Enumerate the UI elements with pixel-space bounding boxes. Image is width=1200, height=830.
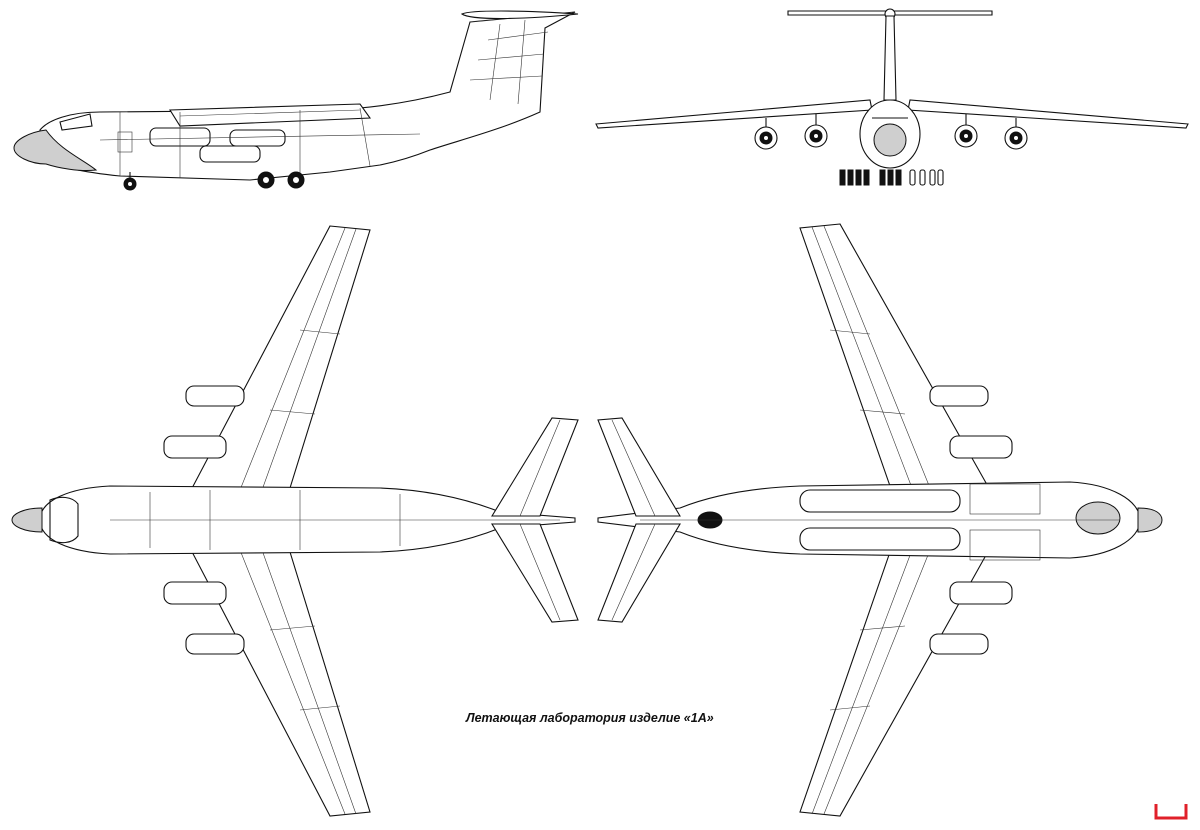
bottom-view (597, 223, 1163, 817)
figure-caption: Летающая лаборатория изделие «1А» (466, 711, 714, 725)
corner-mark-icon (1154, 804, 1188, 820)
front-view (595, 8, 1189, 186)
top-view (11, 225, 579, 817)
side-view (13, 10, 579, 191)
